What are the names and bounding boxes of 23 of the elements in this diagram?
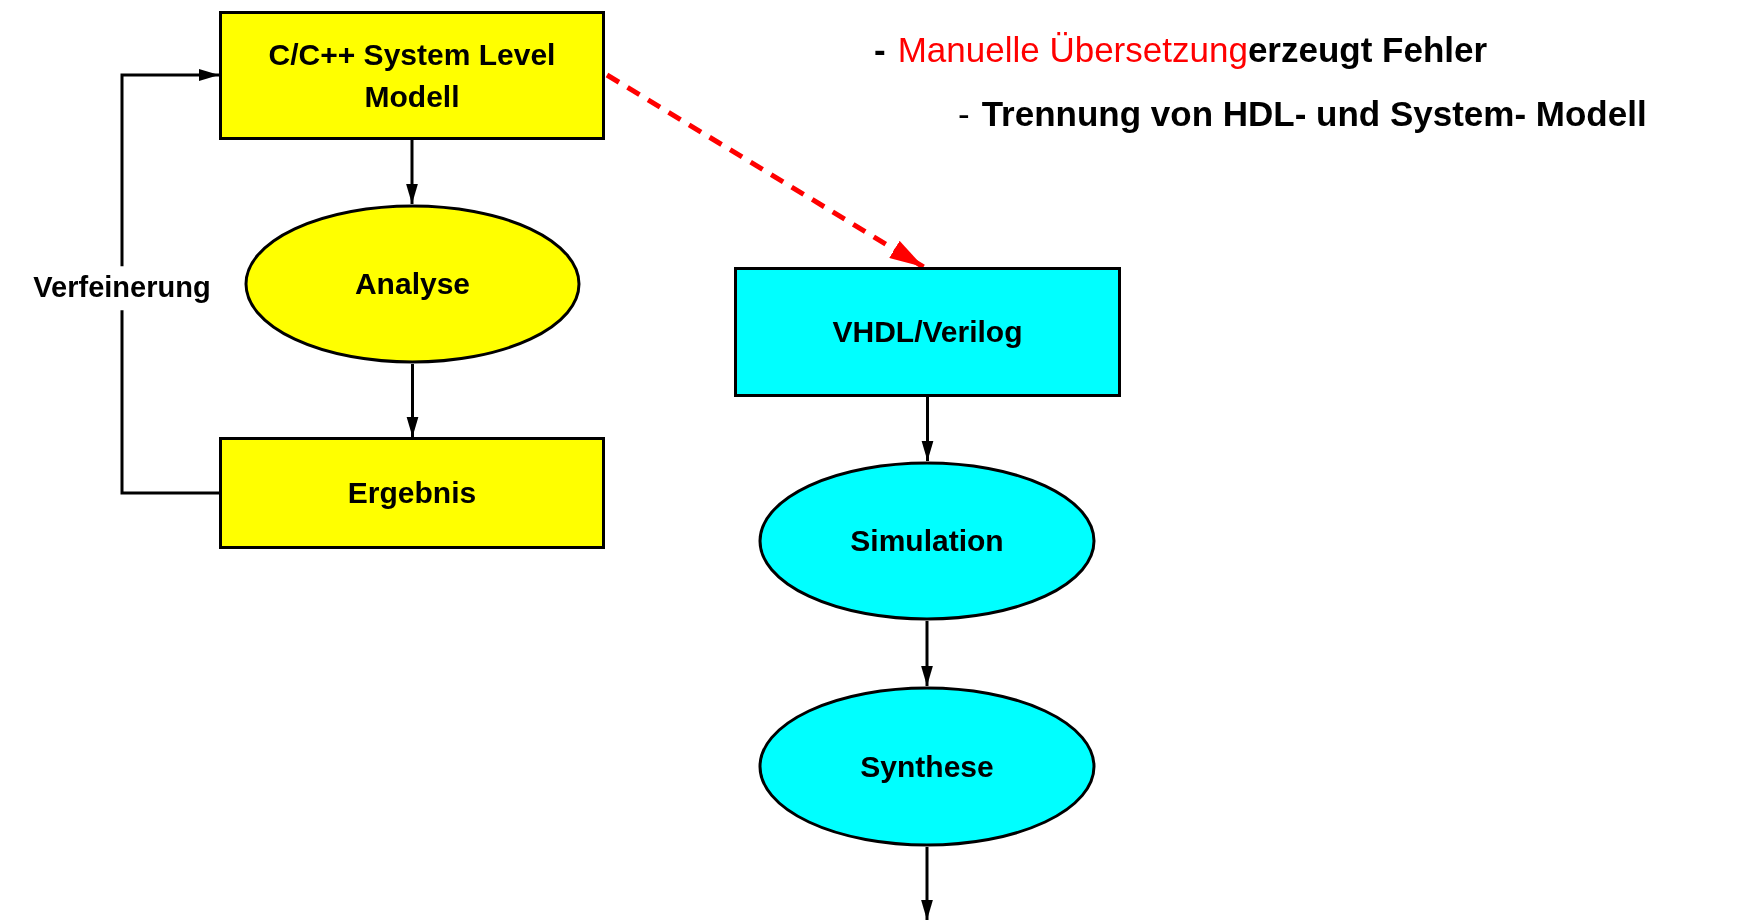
- arrow: [406, 364, 419, 437]
- note-text: Manuelle Übersetzung: [897, 29, 1248, 71]
- node-label: Simulation: [849, 523, 1005, 559]
- note-text: Trennung von HDL- und System- Modell: [981, 93, 1648, 135]
- node-label: VHDL/Verilog: [831, 314, 1024, 350]
- bullet-dash: -: [874, 29, 886, 71]
- process-ellipse: [244, 204, 581, 364]
- node-label: C/C++ System Level Modell: [267, 36, 557, 115]
- bullet-dash: -: [958, 93, 970, 135]
- node-label: Synthese: [859, 748, 995, 785]
- node-label: Analyse: [353, 266, 472, 302]
- arrow: [406, 140, 418, 204]
- process-box: [219, 437, 605, 549]
- node-label: Ergebnis: [346, 475, 478, 511]
- arrow: [120, 69, 219, 495]
- process-ellipse: [758, 461, 1096, 621]
- arrow: [921, 847, 933, 920]
- arrow: [921, 397, 934, 461]
- arrow: [921, 621, 933, 686]
- note-text: erzeugt Fehler: [1247, 29, 1488, 71]
- process-box: [219, 11, 605, 140]
- process-ellipse: [758, 686, 1096, 847]
- process-box: [734, 267, 1121, 397]
